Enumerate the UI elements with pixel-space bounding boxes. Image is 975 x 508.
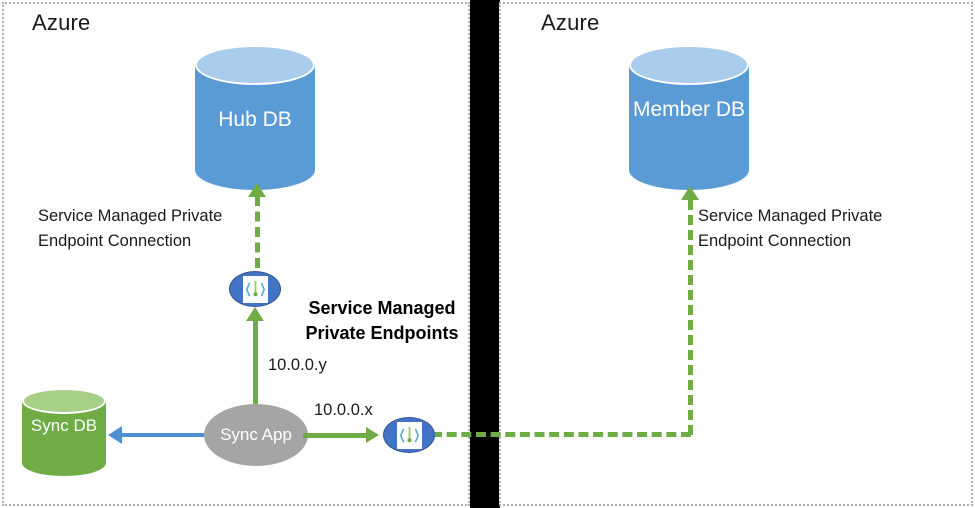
label-hub-connection: Service Managed Private Endpoint Connect… [38,207,223,250]
label-service-managed-private-endpoints: Service Managed Private Endpoints [305,298,459,343]
connector-pe-member-to-memberdb-vertical [688,200,693,435]
hub-db-top [195,45,315,85]
arrowhead-pe-hub [246,307,264,321]
network-boundary-divider [470,0,500,508]
connector-syncapp-to-syncdb [122,433,208,437]
label-ip-member: 10.0.0.x [314,401,373,419]
connector-pe-member-to-memberdb-horizontal [432,432,691,437]
sync-app-label: Sync App [220,425,292,444]
member-db-top [629,45,749,85]
sync-app-node[interactable]: Sync App [204,404,308,466]
sync-db-node: Sync DB [22,388,106,476]
private-endpoint-member-node[interactable] [383,417,435,453]
hub-db-node: Hub DB [195,45,315,190]
arrowhead-memberdb [681,186,699,200]
private-endpoint-icon [396,421,422,449]
member-db-node: Member DB [629,45,749,190]
arrowhead-hubdb [248,183,266,197]
arrowhead-pe-member [366,427,379,443]
panel-left-title: Azure [32,10,91,35]
label-member-connection: Service Managed Private Endpoint Connect… [698,207,883,250]
label-ip-hub: 10.0.0.y [268,356,327,374]
connector-pe-hub-to-hubdb [255,196,260,268]
private-endpoint-icon [242,275,268,303]
arrowhead-syncdb [108,426,122,444]
panel-right-title: Azure [541,10,600,35]
sync-db-top [22,388,106,414]
connector-syncapp-to-pehub [253,320,258,411]
connector-syncapp-to-pemember [303,433,368,438]
private-endpoint-hub-node[interactable] [229,271,281,307]
